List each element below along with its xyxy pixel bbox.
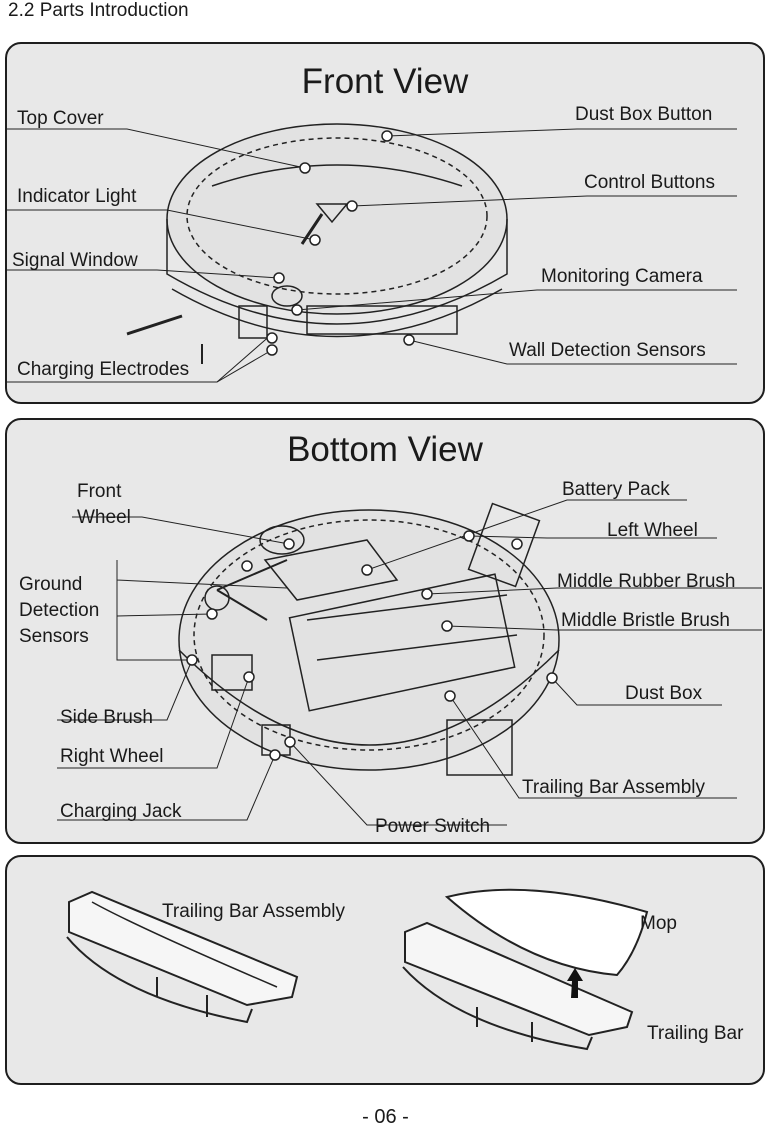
accessories-illustration — [66, 888, 649, 1051]
label-trailing-bar: Trailing Bar — [647, 1023, 744, 1044]
bottom-view-title: Bottom View — [287, 430, 483, 469]
label-top-cover: Top Cover — [17, 108, 104, 129]
accessories-panel: Trailing Bar Assembly Mop Trailing Bar — [5, 855, 765, 1085]
label-charging-jack: Charging Jack — [60, 801, 182, 822]
label-ground-sensors-line2: Detection — [19, 600, 100, 621]
label-wall-detection-sensors: Wall Detection Sensors — [509, 340, 706, 361]
label-power-switch: Power Switch — [375, 816, 491, 837]
label-side-brush: Side Brush — [60, 707, 153, 728]
label-ground-sensors-line1: Ground — [19, 574, 83, 595]
front-view-illustration — [7, 123, 737, 383]
label-right-wheel: Right Wheel — [60, 746, 164, 767]
label-ground-sensors-line3: Sensors — [19, 626, 89, 647]
label-monitoring-camera: Monitoring Camera — [541, 266, 703, 287]
label-indicator-light: Indicator Light — [17, 186, 137, 207]
arrow-up-icon — [567, 968, 583, 998]
label-battery-pack: Battery Pack — [562, 479, 670, 500]
label-trailing-bar-assembly: Trailing Bar Assembly — [522, 777, 706, 798]
bottom-view-panel: Bottom View Front Wheel Ground Detection… — [5, 418, 765, 844]
label-middle-rubber-brush: Middle Rubber Brush — [557, 571, 736, 592]
label-mop: Mop — [640, 913, 677, 934]
label-middle-bristle-brush: Middle Bristle Brush — [561, 610, 730, 631]
label-control-buttons: Control Buttons — [584, 172, 715, 193]
label-dust-box: Dust Box — [625, 683, 703, 704]
front-view-panel: Front View Top Cover Indicator Light Sig… — [5, 42, 765, 404]
bottom-view-illustration — [57, 499, 762, 826]
section-heading: 2.2 Parts Introduction — [8, 0, 189, 21]
label-charging-electrodes: Charging Electrodes — [17, 359, 190, 380]
front-view-title: Front View — [301, 62, 469, 101]
label-accessory-trailing-bar-assembly: Trailing Bar Assembly — [162, 901, 346, 922]
label-front-wheel-line2: Wheel — [77, 507, 131, 528]
label-left-wheel: Left Wheel — [607, 520, 698, 541]
label-front-wheel-line1: Front — [77, 481, 122, 502]
label-signal-window: Signal Window — [12, 250, 138, 271]
page-number: - 06 - — [362, 1106, 409, 1128]
label-dust-box-button: Dust Box Button — [575, 104, 713, 125]
